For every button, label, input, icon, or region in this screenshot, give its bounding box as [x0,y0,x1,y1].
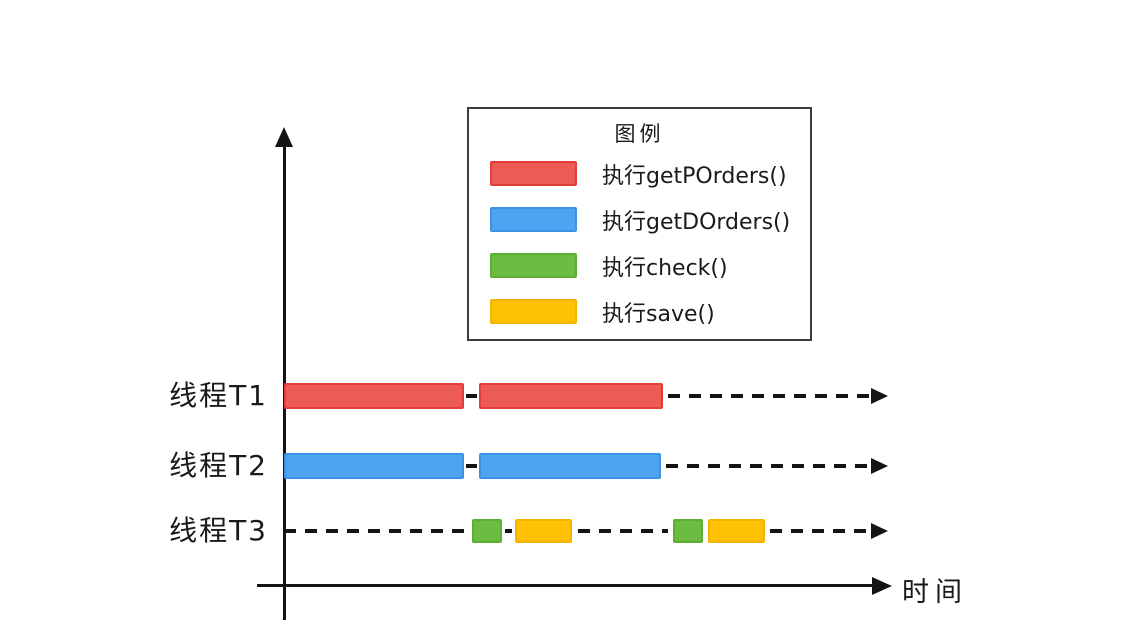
legend-label: 执行getPOrders() [602,163,787,189]
x-axis-arrow-icon [872,577,892,595]
timeline-dash-arrow [666,464,888,468]
timeline-link [505,529,512,533]
activity-bar-save [515,519,572,543]
activity-bar-getDOrders [284,453,464,479]
legend-label: 执行check() [602,255,728,281]
timeline-dash [578,529,668,533]
x-axis-line [257,584,877,587]
legend-swatch-yellow [490,299,577,324]
legend-swatch-red [490,161,577,186]
thread-track-t1 [284,382,1142,410]
thread-track-t2 [284,452,1142,480]
timeline-dash-arrow [668,394,888,398]
legend-items: 执行getPOrders() 执行getDOrders() 执行check() … [469,161,810,327]
legend-item-save: 执行save() [469,299,810,327]
legend-box: 图例 执行getPOrders() 执行getDOrders() 执行check… [467,107,812,341]
timeline-link [466,464,477,468]
legend-swatch-green [490,253,577,278]
timeline-dash [284,529,469,533]
thread-label-t1: 线程T1 [169,379,268,412]
legend-item-getPOrders: 执行getPOrders() [469,161,810,189]
legend-swatch-blue [490,207,577,232]
activity-bar-check [673,519,703,543]
y-axis-line [283,144,286,620]
legend-item-getDOrders: 执行getDOrders() [469,207,810,235]
activity-bar-getPOrders [284,383,464,409]
legend-label: 执行getDOrders() [602,209,791,235]
y-axis-arrow-icon [275,127,293,147]
legend-item-check: 执行check() [469,253,810,281]
activity-bar-check [472,519,502,543]
x-axis-label: 时间 [902,577,968,608]
thread-label-t2: 线程T2 [169,449,268,482]
activity-bar-getDOrders [479,453,661,479]
legend-title: 图例 [614,122,665,146]
legend-label: 执行save() [602,301,715,327]
activity-bar-getPOrders [479,383,663,409]
activity-bar-save [708,519,765,543]
thread-track-t3 [284,517,1142,545]
timeline-link [466,394,477,398]
thread-label-t3: 线程T3 [169,514,268,547]
timeline-dash-arrow [770,529,888,533]
